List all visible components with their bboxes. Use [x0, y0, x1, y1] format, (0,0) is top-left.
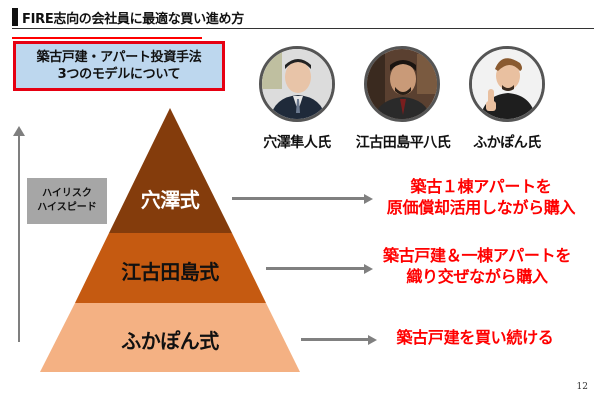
arrow-right-icon — [368, 335, 377, 345]
description-fukapon-line-1: 築古戸建を買い続ける — [396, 328, 554, 347]
description-ekodajima: 築古戸建＆一棟アパートを 織り交ぜながら購入 — [362, 245, 592, 287]
risk-axis-line — [18, 135, 20, 342]
subtitle-line-2: 3つのモデルについて — [57, 67, 181, 82]
description-fukapon: 築古戸建を買い続ける — [380, 327, 570, 348]
arrow-right-icon — [364, 194, 373, 204]
description-anazawa-line-1: 築古１棟アパートを — [410, 177, 552, 196]
page-number: 12 — [576, 382, 588, 392]
pyramid-tier-bottom — [40, 303, 300, 372]
risk-label-box: ハイリスク ハイスピード — [27, 178, 107, 224]
person-name-anazawa: 穴澤隼人氏 — [263, 135, 331, 151]
arrow-line-2 — [266, 267, 365, 270]
arrow-line-3 — [301, 338, 369, 341]
header-bar: FIRE志向の会社員に最適な買い進め方 — [12, 6, 594, 29]
avatar-anazawa — [259, 46, 335, 122]
arrow-line-1 — [232, 197, 365, 200]
arrow-right-icon — [364, 264, 373, 274]
person-name-ekodajima: 江古田島平八氏 — [355, 135, 451, 151]
red-accent-line — [12, 37, 202, 39]
description-ekodajima-line-2: 織り交ぜながら購入 — [406, 267, 548, 286]
risk-label-line-1: ハイリスク — [42, 188, 92, 199]
person-name-fukapon: ふかぽん氏 — [473, 135, 541, 151]
avatar-ekodajima — [364, 46, 440, 122]
portrait-pointing-man-icon — [472, 49, 542, 119]
pyramid-tier-top — [109, 108, 232, 233]
description-anazawa-line-2: 原価償却活用しながら購入 — [386, 198, 576, 217]
portrait-bearded-man-icon — [367, 49, 437, 119]
subtitle-line-1: 築古戸建・アパート投資手法 — [36, 50, 202, 65]
title-marker — [12, 8, 18, 26]
subtitle-box: 築古戸建・アパート投資手法 3つのモデルについて — [13, 41, 225, 91]
tier-label-ekodajima: 江古田島式 — [121, 260, 219, 284]
page-title: FIRE志向の会社員に最適な買い進め方 — [22, 12, 244, 27]
pyramid-tier-middle — [75, 233, 266, 303]
avatar-fukapon — [469, 46, 545, 122]
tier-label-anazawa: 穴澤式 — [140, 188, 200, 212]
risk-label-line-2: ハイスピード — [37, 202, 97, 213]
tier-label-fukapon: ふかぽん式 — [121, 329, 219, 353]
description-anazawa: 築古１棟アパートを 原価償却活用しながら購入 — [370, 176, 592, 218]
description-ekodajima-line-1: 築古戸建＆一棟アパートを — [382, 246, 572, 265]
portrait-suit-man-icon — [262, 49, 332, 119]
up-arrow-icon — [13, 126, 25, 136]
